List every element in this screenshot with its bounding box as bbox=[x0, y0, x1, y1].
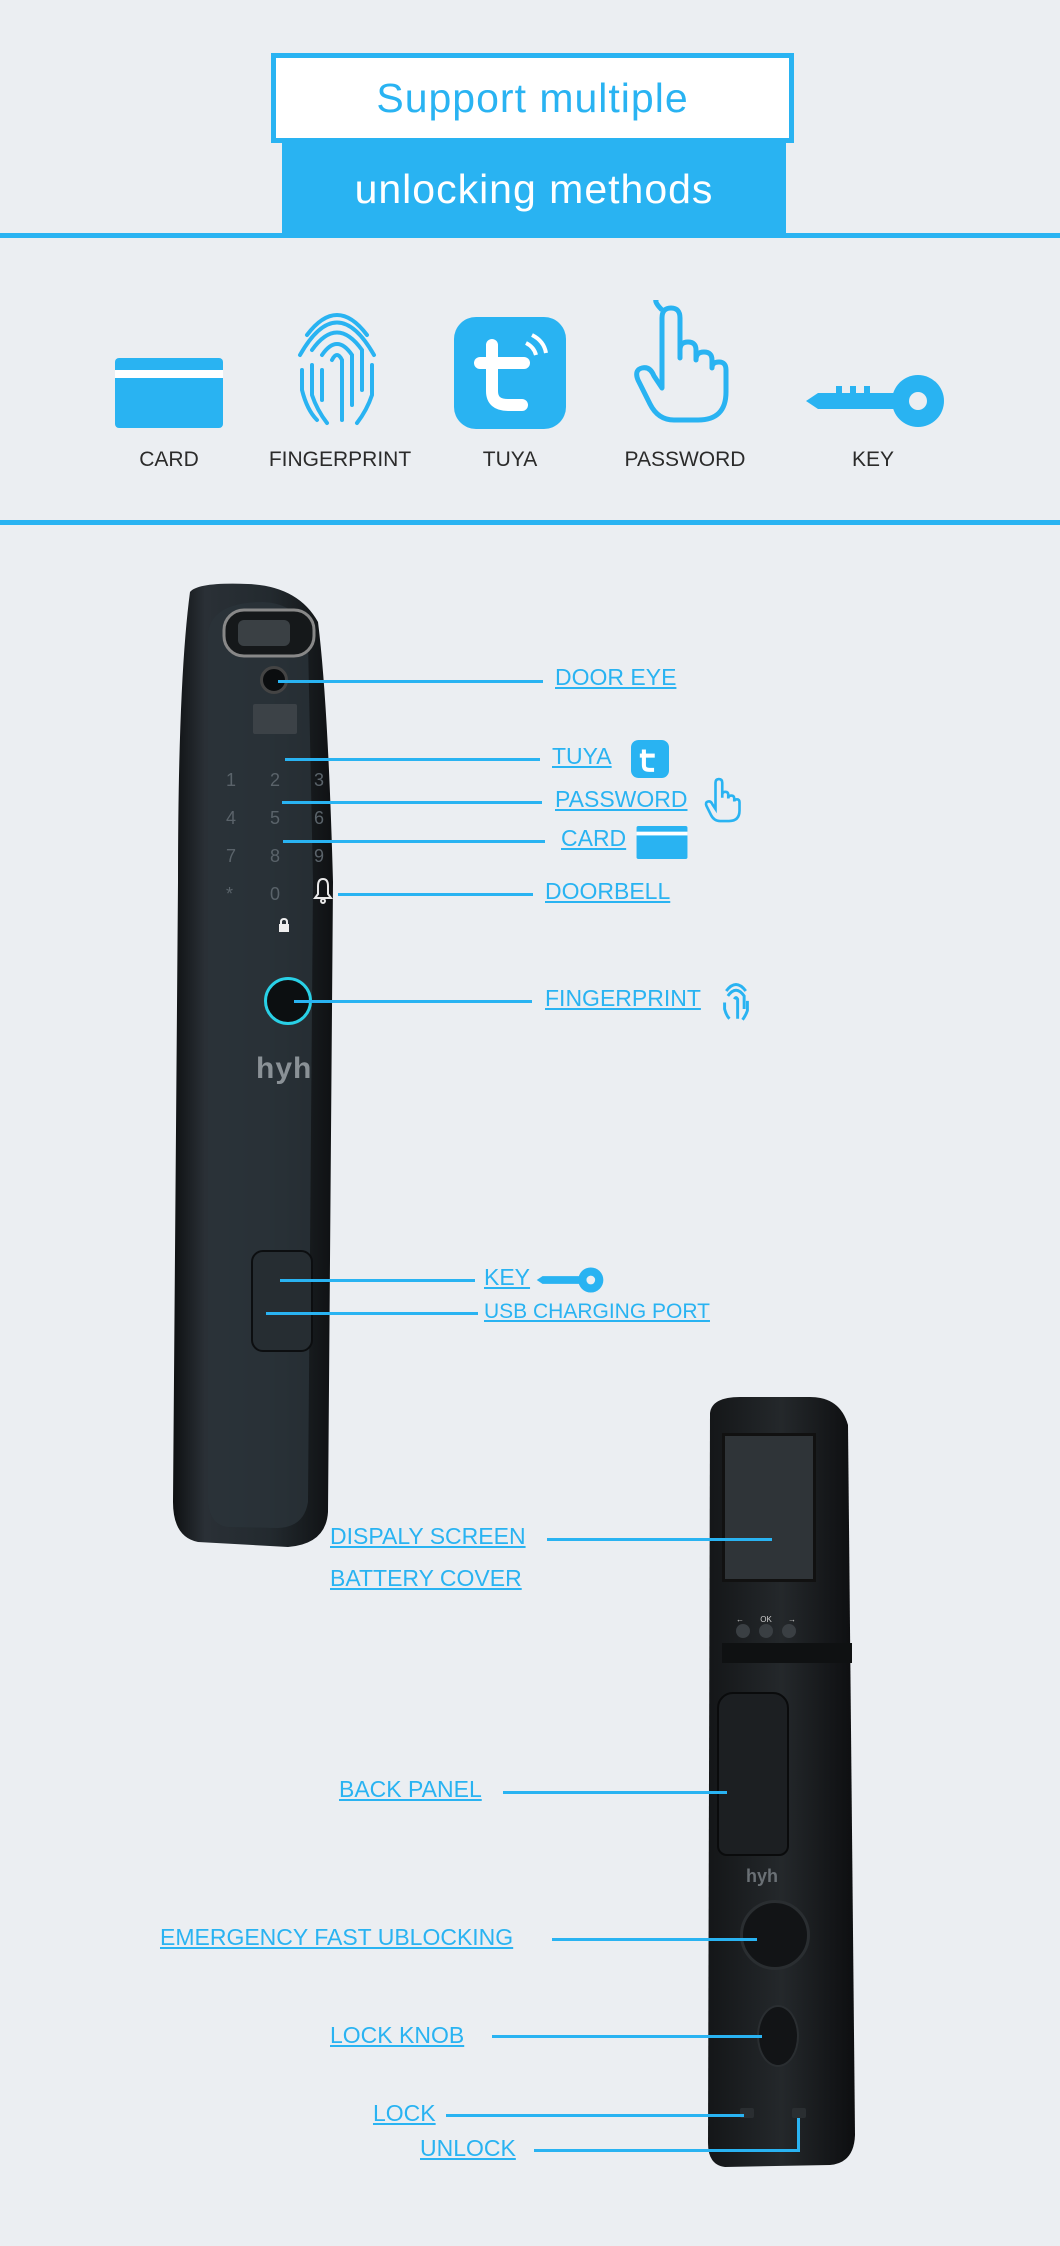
leader-line bbox=[278, 680, 543, 683]
key-cover[interactable] bbox=[251, 1250, 313, 1352]
leader-line bbox=[797, 2118, 800, 2152]
key-icon bbox=[536, 1266, 606, 1294]
back-button-label: → bbox=[788, 1615, 796, 1624]
keypad-key[interactable]: 8 bbox=[270, 846, 281, 866]
tuya-icon bbox=[631, 740, 669, 778]
callout-password: PASSWORD bbox=[555, 786, 688, 812]
leader-line bbox=[446, 2114, 744, 2117]
front-small-screen bbox=[253, 704, 297, 734]
leader-line bbox=[552, 1938, 757, 1941]
divider-bottom bbox=[0, 520, 1060, 525]
callout-battery-cover: BATTERY COVER bbox=[330, 1565, 522, 1591]
callout-doorbell: DOORBELL bbox=[545, 878, 671, 904]
leader-line bbox=[266, 1312, 478, 1315]
fingerprint-icon bbox=[292, 295, 382, 430]
leader-line bbox=[503, 1791, 727, 1794]
method-label-key: KEY bbox=[851, 448, 895, 471]
callout-usb-charging-port: USB CHARGING PORT bbox=[484, 1300, 710, 1323]
brand-logo-back: hyh bbox=[746, 1866, 779, 1886]
back-button[interactable] bbox=[782, 1624, 796, 1638]
callout-lock: LOCK bbox=[373, 2100, 436, 2126]
keypad-key[interactable]: 4 bbox=[226, 808, 237, 828]
method-label-fingerprint: FINGERPRINT bbox=[268, 448, 412, 471]
title-box-top: Support multiple bbox=[271, 53, 794, 143]
fingerprint-icon bbox=[721, 978, 751, 1022]
method-label-card: CARD bbox=[139, 448, 199, 471]
method-label-password: PASSWORD bbox=[624, 448, 746, 471]
title-box-bottom: unlocking methods bbox=[282, 143, 786, 235]
callout-door-eye: DOOR EYE bbox=[555, 664, 677, 690]
keypad-key[interactable]: 3 bbox=[314, 770, 325, 790]
callout-unlock: UNLOCK bbox=[420, 2135, 516, 2161]
card-icon bbox=[636, 826, 688, 859]
keypad: 1 2 3 4 5 6 7 8 9 * 0 bbox=[226, 770, 346, 910]
callout-fingerprint: FINGERPRINT bbox=[545, 985, 701, 1011]
doorbell-icon bbox=[312, 876, 334, 904]
keypad-key[interactable]: 0 bbox=[270, 884, 281, 904]
back-button-labels: ← OK → bbox=[736, 1615, 796, 1624]
leader-line bbox=[492, 2035, 762, 2038]
method-label-tuya: TUYA bbox=[482, 448, 538, 471]
back-handle[interactable] bbox=[717, 1692, 789, 1856]
keypad-key[interactable]: 5 bbox=[270, 808, 281, 828]
lock-knob[interactable] bbox=[757, 2005, 799, 2067]
emergency-knob[interactable] bbox=[740, 1900, 810, 1970]
hand-pointer-icon bbox=[632, 295, 732, 428]
back-button[interactable] bbox=[736, 1624, 750, 1638]
unlock-button[interactable] bbox=[792, 2108, 806, 2118]
lock-icon bbox=[278, 917, 290, 932]
tuya-icon bbox=[454, 317, 566, 429]
divider-top bbox=[0, 233, 1060, 238]
leader-line bbox=[338, 893, 533, 896]
leader-line bbox=[285, 758, 540, 761]
callout-card: CARD bbox=[561, 825, 627, 851]
key-icon bbox=[806, 372, 948, 430]
display-screen bbox=[722, 1433, 816, 1582]
callout-emergency: EMERGENCY FAST UBLOCKING bbox=[160, 1924, 514, 1950]
callout-key: KEY bbox=[484, 1264, 531, 1290]
callout-back-panel: BACK PANEL bbox=[339, 1776, 482, 1802]
back-button-label: OK bbox=[760, 1615, 772, 1624]
back-button[interactable] bbox=[759, 1624, 773, 1638]
leader-line bbox=[283, 840, 545, 843]
brand-logo-front: hyh bbox=[256, 1052, 313, 1085]
callout-display-screen: DISPALY SCREEN bbox=[330, 1523, 526, 1549]
hand-pointer-icon bbox=[704, 776, 742, 824]
title-line-1: Support multiple bbox=[376, 74, 689, 121]
keypad-key[interactable]: 6 bbox=[314, 808, 325, 828]
keypad-key[interactable]: 7 bbox=[226, 846, 237, 866]
card-icon bbox=[115, 358, 223, 428]
keypad-key[interactable]: 1 bbox=[226, 770, 237, 790]
leader-line bbox=[534, 2149, 800, 2152]
lock-button[interactable] bbox=[740, 2108, 754, 2118]
callout-tuya: TUYA bbox=[552, 743, 612, 769]
title-line-2: unlocking methods bbox=[354, 165, 714, 212]
keypad-key[interactable]: 2 bbox=[270, 770, 281, 790]
keypad-key[interactable]: 9 bbox=[314, 846, 325, 866]
back-buttons bbox=[736, 1624, 796, 1638]
leader-line bbox=[280, 1279, 475, 1282]
leader-line bbox=[294, 1000, 532, 1003]
leader-line bbox=[547, 1538, 772, 1541]
leader-line bbox=[282, 801, 542, 804]
back-button-label: ← bbox=[736, 1615, 744, 1624]
callout-lock-knob: LOCK KNOB bbox=[330, 2022, 465, 2048]
keypad-key[interactable]: * bbox=[226, 884, 234, 904]
